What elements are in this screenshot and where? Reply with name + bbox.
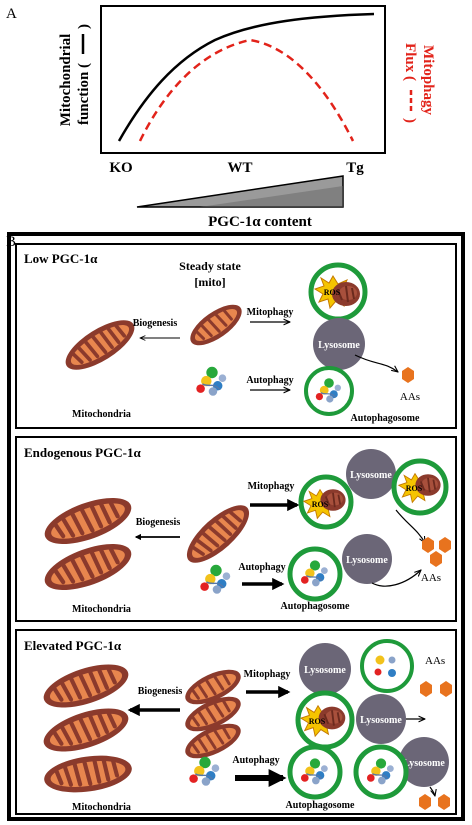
y-label-right-close: ) [402,118,418,123]
amino-acid-hexagon [422,537,434,553]
lysosome [299,643,351,695]
amino-acid-hexagon [439,537,451,553]
lysosome-label: Lysosome [403,758,445,769]
amino-acid-hexagon [420,681,432,697]
lysosome-label: Lysosome [350,470,392,481]
steady-state-label: Steady state [179,259,241,273]
mitochondrion-icon [39,700,134,761]
pgc1a-gradient-shade [200,186,343,207]
autophagosome-ring [360,639,414,693]
box-elevated-pgc1a: Elevated PGC-1α Mitochondria Biogenesis … [15,629,457,815]
box-elevated-frame [15,629,457,815]
box-low-pgc1a: Low PGC-1α Steady state [mito] Mitochond… [15,243,457,429]
mitochondria-label: Mitochondria [72,409,131,420]
panel-b-letter: B [6,234,16,250]
panel-b-frame [7,232,465,821]
lysosome-label: Lysosome [346,555,388,566]
box-endogenous-title: Endogenous PGC-1α [24,445,141,460]
mitochondrial-function-curve [117,12,375,142]
cargo-dot [374,668,382,676]
lysosome [356,694,406,744]
autophagy-label: Autophagy [232,755,279,766]
protein-cargo-icon [188,756,220,787]
autophagosome-ring [304,366,354,416]
cargo-dot [388,669,396,677]
biogenesis-label: Biogenesis [136,517,181,528]
plot-frame [100,5,386,154]
amino-acid-hexagon [438,794,450,810]
amino-acid-hexagon [419,794,431,810]
autophagy-label: Autophagy [246,375,293,386]
mitochondrion-icon [39,656,134,717]
lysosome-label: Lysosome [318,340,360,351]
ros-label: ROS [312,500,329,509]
mitophagy-label: Mitophagy [244,669,291,680]
y-label-left-close: ) [76,24,92,29]
cargo-dot [375,655,385,665]
lysosome-to-aa-arrow [395,509,425,543]
box-endogenous-pgc1a: Endogenous PGC-1α Mitochondria Biogenesi… [15,436,457,622]
ros-label: ROS [309,717,326,726]
x-tick-tg: Tg [346,160,364,176]
protein-cargo-icon [195,366,227,397]
amino-acid-hexagon [440,681,452,697]
cargo-dot [388,656,396,664]
lysosome-to-aa-arrow [429,786,435,796]
y-label-left: Mitochondrial function ( ) [58,24,92,126]
aas-label: AAs [425,655,445,667]
ros-label: ROS [324,288,341,297]
x-tick-ko: KO [109,160,132,176]
autophagosome-ring [287,546,343,602]
lysosome-to-aa-arrow [354,354,398,372]
panel-a: A Mitochondrial function ( ) Mitophagy F… [6,5,436,230]
autophagosome-ring [287,744,343,800]
autophagosome-label: Autophagosome [281,601,350,612]
box-elevated-title: Elevated PGC-1α [24,638,122,653]
lysosome [399,737,449,787]
y-label-right: Mitophagy Flux ( ) [402,43,436,123]
y-label-right-line2: Flux ( [402,43,418,81]
biogenesis-label: Biogenesis [138,686,183,697]
mitophagy-flux-curve [138,38,355,142]
lysosome [342,534,392,584]
gradient-label: PGC-1α content [208,214,312,230]
mitophagy-label: Mitophagy [248,481,295,492]
amino-acid-hexagon [402,367,414,383]
mitochondrion-icon [182,295,250,355]
mitophagy-label: Mitophagy [247,307,294,318]
autophagosome-label: Autophagosome [286,800,355,811]
mitochondrion-icon [176,494,260,574]
autophagosome-ring [353,744,409,800]
panel-a-letter: A [6,6,17,22]
aas-label: AAs [400,391,420,403]
aas-label: AAs [421,572,441,584]
box-low-title: Low PGC-1α [24,251,98,266]
mitochondrion-icon [56,309,144,381]
lysosome [346,449,396,499]
protein-cargo-icon [199,564,231,595]
box-endogenous-frame [15,436,457,622]
ros-label: ROS [406,484,423,493]
lysosome [313,318,365,370]
lysosome-to-aa-arrow [371,570,421,587]
mitochondria-label: Mitochondria [72,802,131,813]
mitochondrion-icon [42,751,134,798]
y-label-left-line1: Mitochondrial [58,34,74,127]
mitochondria-label: Mitochondria [72,604,131,615]
autophagy-label: Autophagy [238,562,285,573]
biogenesis-label: Biogenesis [133,318,178,329]
mitochondrion-icon [39,488,137,553]
steady-state-mito-label: [mito] [194,275,225,289]
box-low-frame [15,243,457,429]
lysosome-label: Lysosome [360,715,402,726]
y-label-left-line2: function ( [76,63,92,125]
mitochondrion-icon [39,534,137,599]
autophagosome-label: Autophagosome [351,413,420,424]
lysosome-label: Lysosome [304,665,346,676]
x-tick-wt: WT [227,160,252,176]
amino-acid-hexagon [430,551,442,567]
y-label-right-line1: Mitophagy [420,45,436,116]
